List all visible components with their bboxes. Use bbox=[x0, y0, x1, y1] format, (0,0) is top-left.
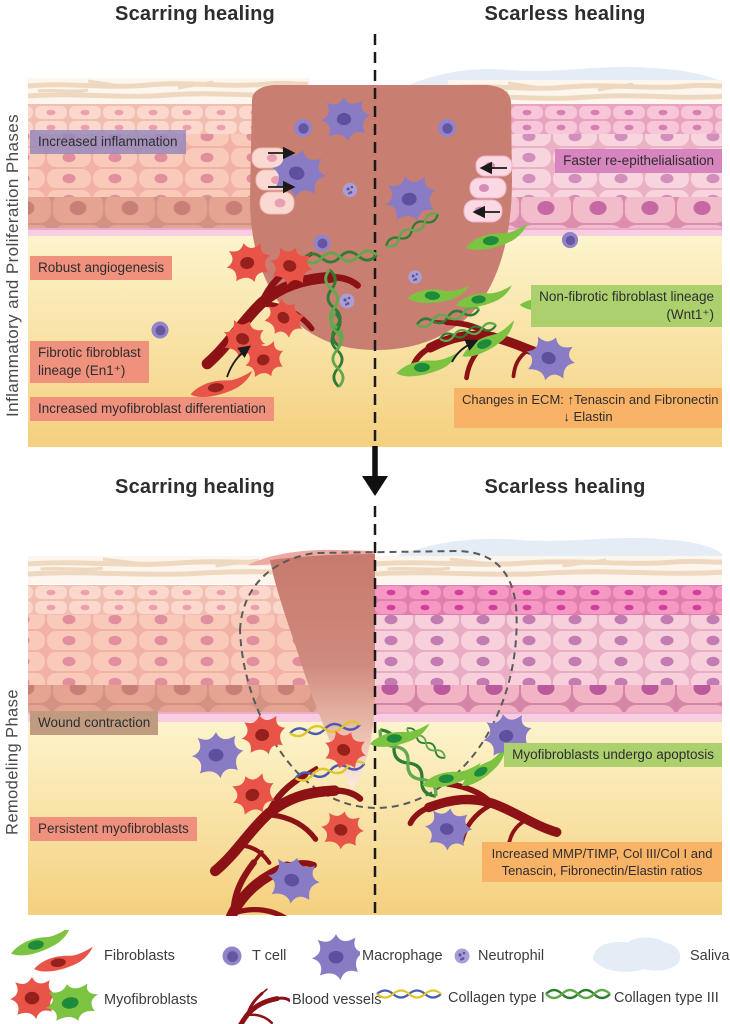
neutrophil-icon bbox=[342, 182, 358, 198]
saliva-icon bbox=[593, 937, 681, 972]
label-wound-contraction: Wound contraction bbox=[30, 711, 159, 735]
contracting-wound bbox=[270, 554, 375, 790]
label-myofibroblasts-apoptosis: Myofibroblasts undergo apoptosis bbox=[504, 743, 722, 767]
phase2-vertical-label: Remodeling Phase bbox=[3, 689, 22, 836]
macrophage-icon bbox=[312, 934, 360, 980]
legend-t-cell: T cell bbox=[252, 948, 287, 964]
phase1-header-scarring: Scarring healing bbox=[115, 3, 275, 25]
label-faster-reepithelialisation: Faster re-epithelialisation bbox=[555, 149, 722, 173]
epidermis-scarless bbox=[375, 556, 722, 722]
label-increased-ratios: Increased MMP/TIMP, Col III/Col I and Te… bbox=[482, 842, 722, 883]
neutrophil-icon bbox=[339, 293, 355, 309]
myofibroblasts-icon bbox=[9, 977, 100, 1024]
inflammation-proliferation-scene bbox=[28, 34, 722, 447]
label-robust-angiogenesis: Robust angiogenesis bbox=[30, 256, 173, 280]
collagen-type-i-icon bbox=[376, 989, 442, 999]
phase-transition-arrow bbox=[362, 446, 388, 496]
fibroblasts-icon bbox=[8, 930, 95, 973]
phase1-header-scarless: Scarless healing bbox=[484, 3, 646, 25]
legend-blood-vessels: Blood vessels bbox=[292, 992, 382, 1008]
legend-myofibroblasts: Myofibroblasts bbox=[104, 992, 198, 1008]
label-increased-inflammation: Increased inflammation bbox=[30, 130, 186, 154]
t-cell-icon bbox=[313, 234, 331, 252]
t-cell-icon bbox=[294, 119, 312, 137]
label-persistent-myofibroblasts: Persistent myofibroblasts bbox=[30, 817, 197, 841]
legend-saliva: Saliva bbox=[690, 948, 730, 964]
t-cell-icon bbox=[151, 321, 169, 339]
collagen-type-iii-icon bbox=[545, 988, 611, 1000]
neutrophil-icon bbox=[408, 270, 422, 284]
phase1-vertical-label: Inflammatory and Proliferation Phases bbox=[3, 114, 22, 418]
t-cell-icon bbox=[222, 946, 242, 966]
legend-collagen-type-i: Collagen type I bbox=[448, 990, 545, 1006]
legend-fibroblasts: Fibroblasts bbox=[104, 948, 175, 964]
t-cell-icon bbox=[561, 231, 579, 249]
label-fibrotic-lineage: Fibrotic fibroblast lineage (En1⁺) bbox=[30, 341, 149, 383]
phase2-header-scarless: Scarless healing bbox=[484, 476, 646, 498]
phase2-header-scarring: Scarring healing bbox=[115, 476, 275, 498]
legend-neutrophil: Neutrophil bbox=[478, 948, 545, 964]
label-nonfibrotic-lineage: Non-fibrotic fibroblast lineage (Wnt1⁺) bbox=[531, 285, 722, 327]
label-increased-myofibroblast: Increased myofibroblast differentiation bbox=[30, 397, 274, 421]
legend-macrophage: Macrophage bbox=[362, 948, 443, 964]
t-cell-icon bbox=[438, 119, 456, 137]
migration-arrows bbox=[226, 146, 507, 378]
neutrophil-icon bbox=[454, 948, 470, 964]
legend-collagen-type-iii: Collagen type III bbox=[614, 990, 719, 1006]
label-ecm-changes: Changes in ECM: ↑Tenascin and Fibronecti… bbox=[454, 388, 722, 429]
blood-vessels-icon bbox=[206, 966, 290, 1024]
original-wound-outline bbox=[238, 549, 518, 810]
